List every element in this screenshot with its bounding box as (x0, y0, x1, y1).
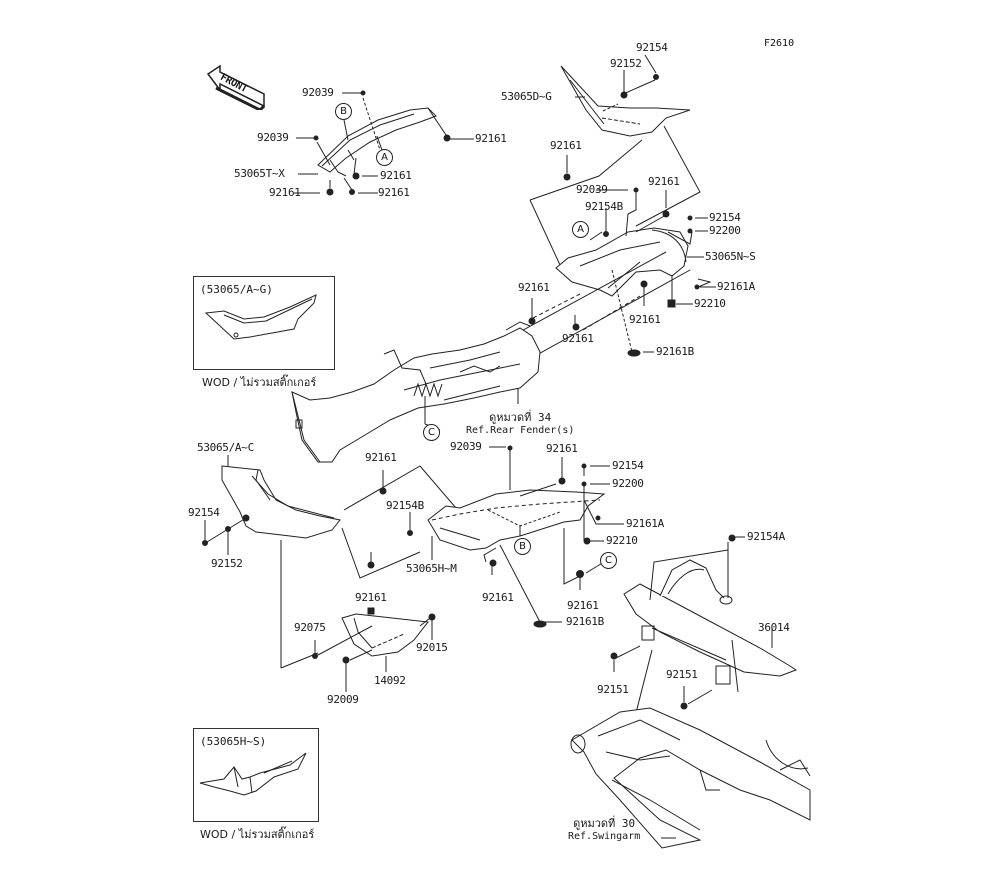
part-label[interactable]: 92154 (636, 41, 668, 54)
callout-b-mid: B (514, 538, 531, 555)
inset-caption: (53065H~S) (200, 735, 267, 748)
inset-53065-A-G: (53065/A~G) (193, 276, 335, 370)
part-label[interactable]: 92009 (327, 693, 359, 706)
inset-note: WOD / ไม่รวมสติ๊กเกอร์ (200, 828, 315, 841)
part-label[interactable]: 92154 (612, 459, 644, 472)
part-label[interactable]: 92210 (606, 534, 638, 547)
part-rear-frame-tray-drawing (291, 321, 541, 463)
reference-english: Ref.Swingarm (568, 831, 641, 842)
part-label[interactable]: 92200 (709, 224, 741, 237)
part-label[interactable]: 14092 (374, 674, 406, 687)
reference-english: Ref.Rear Fender(s) (466, 425, 575, 436)
reference-thai: ดูหมวดที่ 34 (489, 411, 552, 424)
part-label[interactable]: 92039 (257, 131, 289, 144)
part-14092-drawing (341, 613, 429, 657)
part-label[interactable]: 92039 (450, 440, 482, 453)
part-label[interactable]: 92161 (648, 175, 680, 188)
reference-swingarm[interactable]: ดูหมวดที่ 30 Ref.Swingarm (568, 817, 640, 843)
part-label[interactable]: 92210 (694, 297, 726, 310)
part-53065-A-C-drawing (221, 465, 341, 539)
part-label[interactable]: 92151 (666, 668, 698, 681)
part-label[interactable]: 92161 (629, 313, 661, 326)
reference-thai: ดูหมวดที่ 30 (573, 817, 636, 830)
part-53065N-S-drawing (555, 227, 689, 297)
inset-caption: (53065/A~G) (200, 283, 273, 296)
part-label[interactable]: 92161B (656, 345, 694, 358)
part-label[interactable]: 92161 (475, 132, 507, 145)
part-label[interactable]: 92039 (302, 86, 334, 99)
callout-a-top: A (376, 149, 393, 166)
figure-id: F2610 (764, 38, 795, 49)
part-label[interactable]: 92154 (188, 506, 220, 519)
inset-53065H-S: (53065H~S) (193, 728, 319, 822)
part-53065T-X-drawing (317, 107, 441, 177)
callout-c-center: C (423, 424, 440, 441)
part-label[interactable]: 53065D~G (501, 90, 552, 103)
part-label[interactable]: 92161 (269, 186, 301, 199)
part-label[interactable]: 92161B (566, 615, 604, 628)
part-label[interactable]: 92161A (717, 280, 755, 293)
part-label[interactable]: 92154A (747, 530, 785, 543)
part-label[interactable]: 92161 (378, 186, 410, 199)
part-label[interactable]: 53065/A~C (197, 441, 254, 454)
part-label[interactable]: 92152 (610, 57, 642, 70)
part-36014-drawing (623, 559, 798, 685)
part-label[interactable]: 92152 (211, 557, 243, 570)
part-label[interactable]: 92154B (386, 499, 424, 512)
callout-a-mid: A (572, 221, 589, 238)
part-label[interactable]: 53065N~S (705, 250, 756, 263)
part-label[interactable]: 92015 (416, 641, 448, 654)
part-label[interactable]: 92161 (365, 451, 397, 464)
reference-rear-fender[interactable]: ดูหมวดที่ 34 Ref.Rear Fender(s) (466, 411, 574, 437)
part-label[interactable]: 92075 (294, 621, 326, 634)
part-label[interactable]: 92161 (567, 599, 599, 612)
inset-part-53065-A-G-drawing (204, 294, 317, 340)
part-label[interactable]: 92200 (612, 477, 644, 490)
part-label[interactable]: 36014 (758, 621, 790, 634)
part-53065D-G-drawing (560, 65, 691, 137)
part-label[interactable]: 92154 (709, 211, 741, 224)
front-direction-arrow-icon (204, 64, 268, 112)
part-label[interactable]: 92161 (562, 332, 594, 345)
part-label[interactable]: 92039 (576, 183, 608, 196)
part-label[interactable]: 53065T~X (234, 167, 285, 180)
part-label[interactable]: 53065H~M (406, 562, 457, 575)
part-label[interactable]: 92161 (482, 591, 514, 604)
part-label[interactable]: 92161A (626, 517, 664, 530)
part-label[interactable]: 92161 (546, 442, 578, 455)
part-label[interactable]: 92161 (355, 591, 387, 604)
part-label[interactable]: 92151 (597, 683, 629, 696)
callout-c-right: C (600, 552, 617, 569)
inset-part-53065H-S-drawing (199, 752, 307, 796)
part-label[interactable]: 92161 (518, 281, 550, 294)
part-label[interactable]: 92161 (380, 169, 412, 182)
inset-note: WOD / ไม่รวมสติ๊กเกอร์ (202, 376, 317, 389)
part-label[interactable]: 92154B (585, 200, 623, 213)
part-label[interactable]: 92161 (550, 139, 582, 152)
callout-b-top: B (335, 103, 352, 120)
swingarm-drawing (570, 707, 811, 849)
